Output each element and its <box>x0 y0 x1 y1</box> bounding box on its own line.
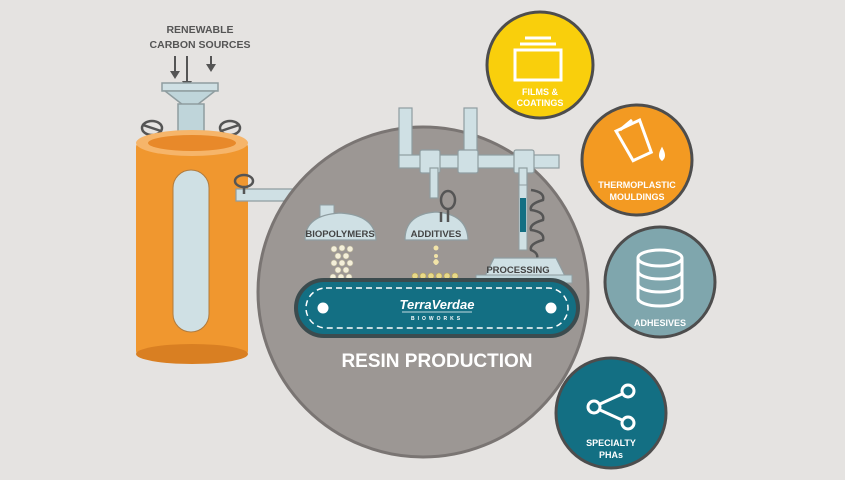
section-title: RESIN PRODUCTION <box>341 351 532 372</box>
funnel <box>161 82 219 139</box>
product-label-line1: ADHESIVES <box>634 318 686 328</box>
biopolymers-label: BIOPOLYMERS <box>305 229 374 240</box>
product-label-line2: COATINGS <box>517 98 564 108</box>
additives-station <box>404 189 469 265</box>
product-label-line1: THERMOPLASTIC <box>598 180 676 190</box>
product-films-coatings[interactable]: FILMS & COATINGS <box>485 10 595 120</box>
product-label-line2: MOULDINGS <box>610 192 665 202</box>
conveyor-belt <box>294 278 580 338</box>
product-label-line2: PHAs <box>599 450 623 460</box>
belt-brand: TerraVerdae <box>400 297 475 312</box>
stacked-sheets-icon <box>513 36 563 82</box>
source-label-line2: CARBON SOURCES <box>150 39 251 51</box>
valve-icon[interactable] <box>439 189 457 222</box>
product-label-line1: SPECIALTY <box>586 438 636 448</box>
product-adhesives[interactable]: ADHESIVES <box>603 225 717 339</box>
product-thermoplastic-mouldings[interactable]: THERMOPLASTIC MOULDINGS <box>580 103 694 217</box>
product-label-line1: FILMS & <box>522 87 558 97</box>
biopolymers-station <box>304 204 377 241</box>
overhead-pipes <box>398 107 560 199</box>
processing-label: PROCESSING <box>486 265 549 276</box>
source-label-line1: RENEWABLE <box>166 24 233 36</box>
database-stack-icon <box>636 248 684 308</box>
additive-pellets <box>411 272 459 280</box>
belt-sub: BIOWORKS <box>411 316 463 322</box>
pouring-bucket-icon <box>613 118 665 163</box>
biopolymer-pellets <box>329 244 354 281</box>
valve-icon[interactable] <box>233 173 255 194</box>
share-nodes-icon <box>586 383 636 431</box>
fermentation-tank <box>136 130 248 364</box>
product-specialty-phas[interactable]: SPECIALTY PHAs <box>554 356 668 470</box>
additives-label: ADDITIVES <box>411 229 462 240</box>
